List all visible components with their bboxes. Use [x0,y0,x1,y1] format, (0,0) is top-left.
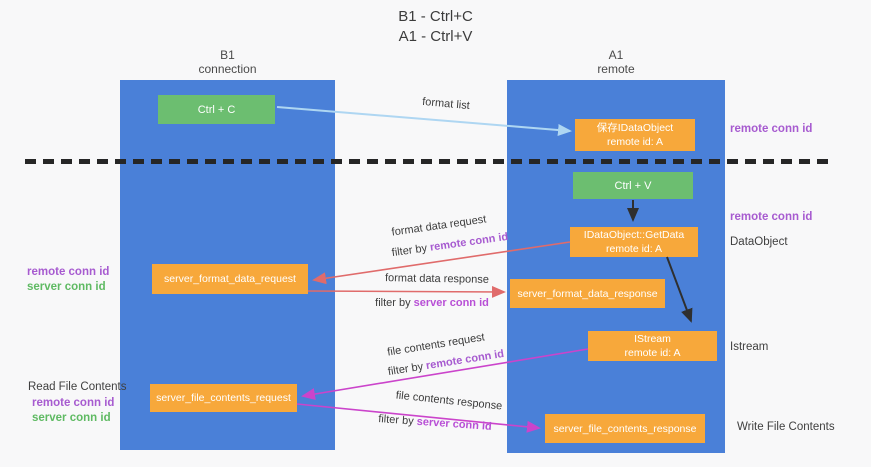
ctrl-c-box: Ctrl + C [158,95,275,124]
getdata-line2: remote id: A [605,243,663,255]
getdata-line1: IDataObject::GetData [583,229,685,241]
server-format-data-response-label: server_format_data_response [517,287,658,300]
lane-b1-name: B1 [220,48,235,62]
server-format-data-request-box: server_format_data_request [152,264,308,294]
dashed-separator [25,159,833,164]
server-file-contents-request-box: server_file_contents_request [150,384,297,412]
server-conn-id-text: server conn id [413,297,489,309]
diagram-title-line1: B1 - Ctrl+C [398,8,473,25]
idataobject-getdata-box: IDataObject::GetData remote id: A [570,227,698,257]
filter-by-text: filter by [375,297,414,309]
istream-side-label: Istream [730,341,769,353]
read-file-contents-label: Read File Contents [28,381,127,393]
remote-conn-id-left-2: remote conn id [32,397,115,409]
diagram-title-line2: A1 - Ctrl+V [398,28,473,45]
remote-conn-id-text: remote conn id [425,347,505,373]
istream-line1: IStream [634,333,671,345]
server-file-contents-request-label: server_file_contents_request [156,392,291,404]
save-idataobject-line1: 保存IDataObject [596,122,674,134]
write-file-contents-label: Write File Contents [737,421,835,433]
server-format-data-request-label: server_format_data_request [164,273,296,285]
remote-conn-id-right-1: remote conn id [730,123,813,135]
lane-a1-subname: remote [597,62,635,76]
format-data-response-arrow [307,285,506,298]
server-file-contents-response-box: server_file_contents_response [545,414,705,443]
server-conn-id-left-2: server conn id [32,412,111,424]
dataobject-label: DataObject [730,236,788,248]
ctrl-v-label: Ctrl + V [614,179,652,192]
format-data-response-label: format data response [384,272,490,286]
remote-conn-id-text: remote conn id [429,230,509,254]
filter-by-text: filter by [391,241,431,260]
diagram-title: B1 - Ctrl+C A1 - Ctrl+V [0,7,871,47]
file-contents-response-label: file contents response [395,389,503,413]
ctrl-v-box: Ctrl + V [573,172,693,199]
save-idataobject-box: 保存IDataObject remote id: A [575,119,695,151]
filter-by-server-conn-id-label: filter by server conn id [372,297,492,309]
ctrl-c-label: Ctrl + C [197,103,236,116]
istream-line2: remote id: A [624,347,681,359]
lane-header-b1: B1 connection [120,48,335,76]
istream-box: IStream remote id: A [588,331,717,361]
lane-a1-name: A1 [608,48,624,62]
remote-conn-id-left-1: remote conn id [27,266,110,278]
save-idataobject-line2: remote id: A [606,136,664,148]
server-conn-id-left-1: server conn id [27,281,106,293]
lane-header-a1: A1 remote [507,48,725,76]
filter-by-text: filter by [377,413,418,428]
server-format-data-response-box: server_format_data_response [510,279,665,308]
format-list-label: format list [421,95,471,113]
remote-conn-id-right-2: remote conn id [730,211,813,223]
server-conn-id-text: server conn id [416,415,493,433]
server-file-contents-response-label: server_file_contents_response [553,422,697,435]
filter-by-text: filter by [387,360,428,379]
filter-by-server-conn-id-label2: filter by server conn id [375,413,496,433]
lane-b1-subname: connection [198,62,257,76]
